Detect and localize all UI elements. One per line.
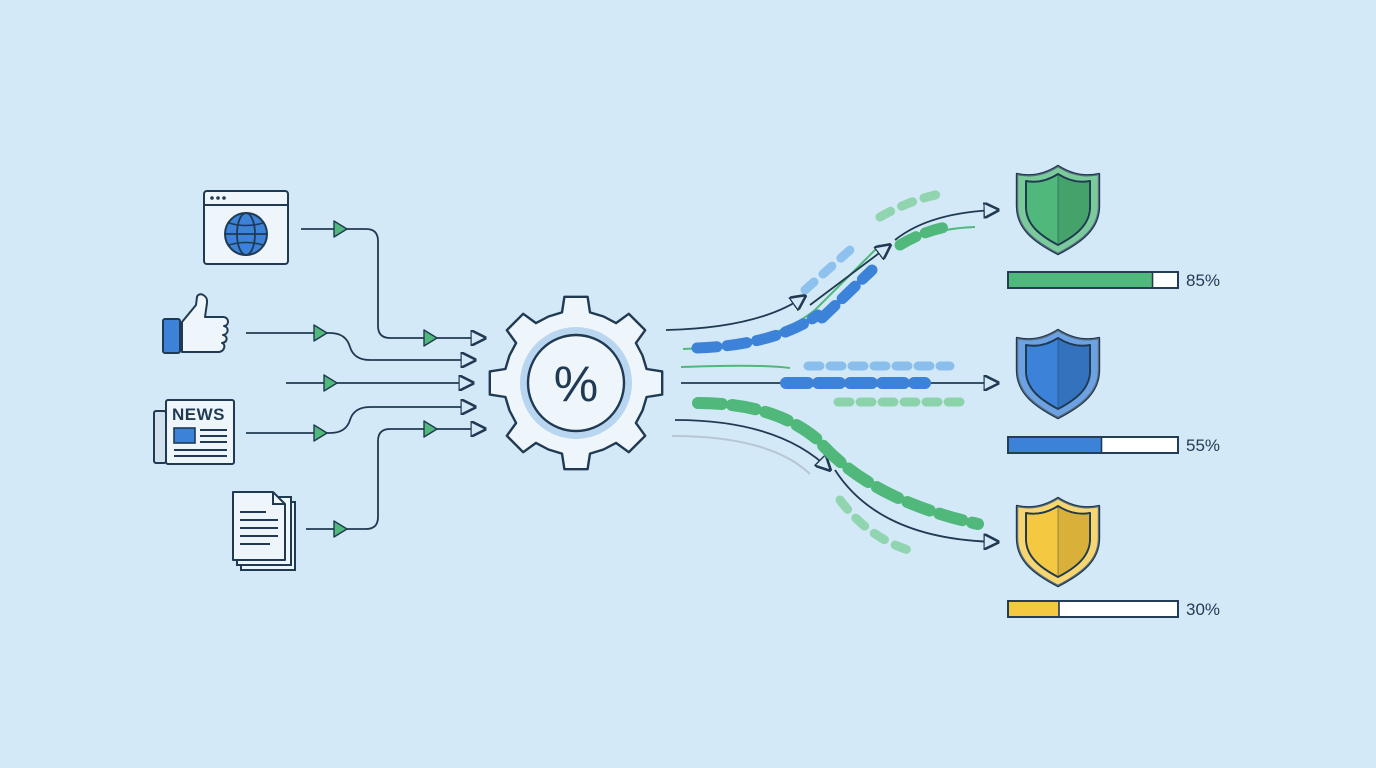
shield-icon bbox=[1015, 496, 1101, 588]
connector-social bbox=[246, 332, 475, 360]
connector-docs bbox=[306, 429, 485, 530]
outcome-3: 30% bbox=[1007, 496, 1220, 619]
thumbs-up-icon bbox=[162, 293, 229, 354]
web-browser-globe-icon bbox=[203, 190, 289, 265]
gear-icon: % bbox=[488, 295, 664, 471]
percent-label: 85% bbox=[1186, 271, 1220, 290]
news-label: NEWS bbox=[172, 405, 225, 424]
output-streams bbox=[665, 189, 998, 557]
percent-label: 55% bbox=[1186, 436, 1220, 455]
outcome-panel: 85% 55% 30% bbox=[1007, 164, 1220, 619]
outcome-2: 55% bbox=[1007, 328, 1220, 455]
newspaper-icon: NEWS bbox=[153, 399, 235, 465]
percent-symbol: % bbox=[554, 356, 598, 412]
input-connectors bbox=[246, 228, 485, 530]
connector-web bbox=[301, 228, 485, 338]
progress-fill bbox=[1009, 602, 1060, 616]
progress-fill bbox=[1009, 273, 1152, 287]
percent-label: 30% bbox=[1186, 600, 1220, 619]
documents-stack-icon bbox=[232, 491, 296, 571]
connector-news bbox=[246, 407, 475, 434]
progress-fill bbox=[1009, 438, 1102, 452]
input-flow-markers bbox=[313, 220, 438, 538]
outcome-1: 85% bbox=[1007, 164, 1220, 290]
shield-icon bbox=[1015, 328, 1101, 420]
shield-icon bbox=[1015, 164, 1101, 256]
